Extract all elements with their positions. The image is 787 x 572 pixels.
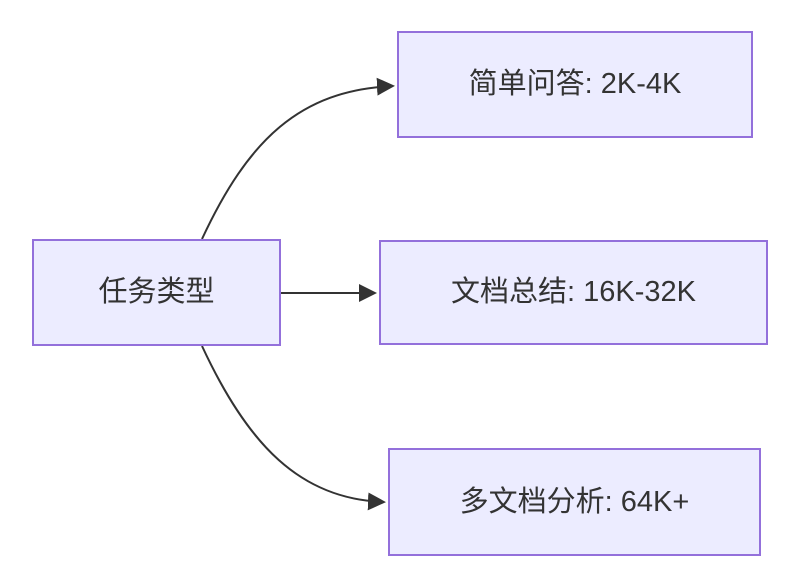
edge-task-type-to-simple-qa [201, 77, 395, 240]
node-task-type-label: 任务类型 [98, 276, 215, 309]
node-doc-summary: 文档总结: 16K-32K [379, 240, 768, 345]
node-doc-summary-label: 文档总结: 16K-32K [451, 276, 696, 309]
node-simple-qa-label: 简单问答: 2K-4K [468, 68, 682, 101]
edge-task-type-to-multi-doc-analysis [201, 345, 386, 511]
node-simple-qa: 简单问答: 2K-4K [397, 31, 753, 138]
node-task-type: 任务类型 [32, 239, 281, 346]
node-multi-doc-analysis-label: 多文档分析: 64K+ [459, 485, 690, 518]
node-multi-doc-analysis: 多文档分析: 64K+ [388, 448, 761, 556]
